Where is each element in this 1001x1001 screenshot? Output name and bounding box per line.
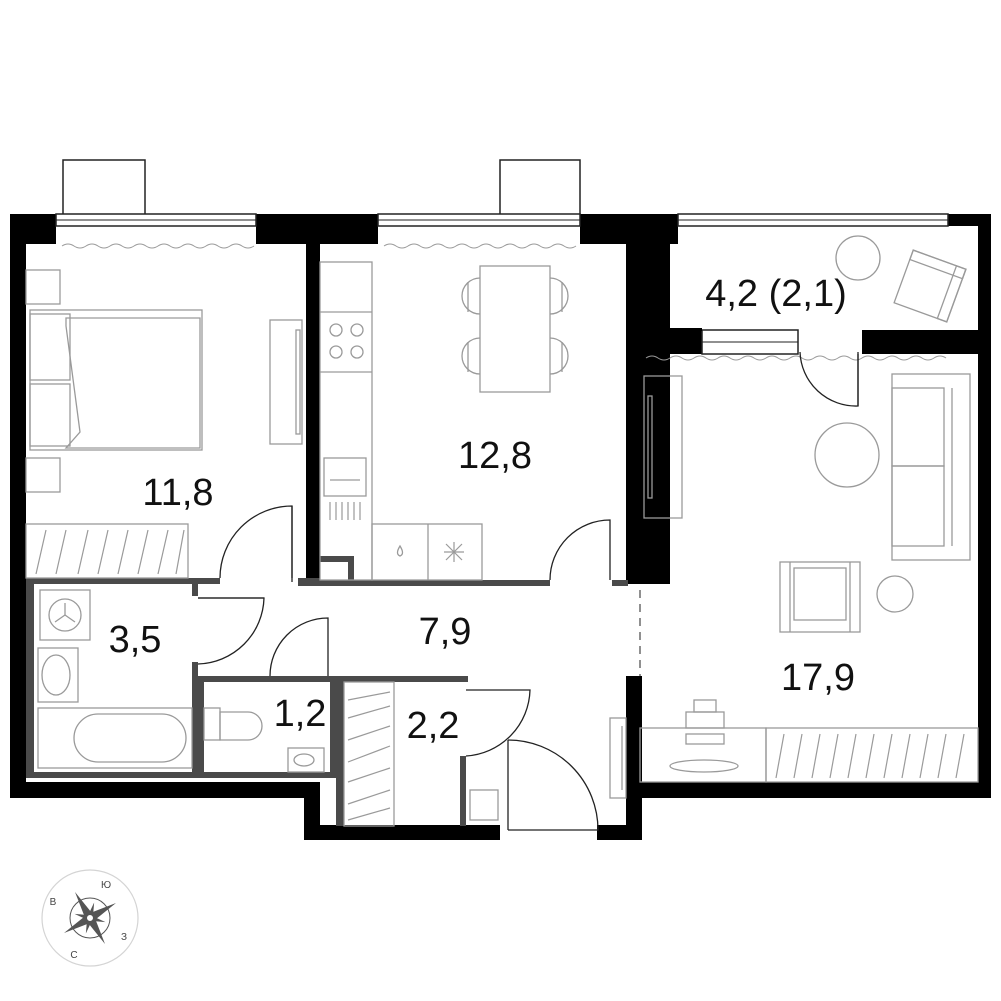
balcony-furniture <box>835 235 967 323</box>
bathroom-area: 3,5 <box>109 619 162 661</box>
compass-south: Ю <box>101 880 111 891</box>
bedroom-wardrobe-hatch <box>35 529 185 575</box>
kitchen-furniture <box>319 261 569 581</box>
living-room-furniture <box>609 373 979 799</box>
balcony-area: 4,2 (2,1) <box>705 273 847 315</box>
exterior-walls <box>10 214 991 840</box>
kitchen-area: 12,8 <box>458 435 532 477</box>
living-wardrobe-hatch <box>775 733 965 779</box>
compass-east: В <box>50 897 57 908</box>
hallway-area: 7,9 <box>419 611 472 653</box>
bedroom-area: 11,8 <box>142 472 213 514</box>
wardrobe-area: 2,2 <box>407 705 460 747</box>
partitions <box>26 556 628 826</box>
toilet-area: 1,2 <box>274 693 327 735</box>
toilet-fixtures <box>203 707 325 773</box>
bathroom-fixtures <box>37 589 193 769</box>
window-bays <box>62 159 581 217</box>
curtains <box>61 243 947 361</box>
compass-west: З <box>121 932 127 943</box>
compass-north: С <box>70 950 77 961</box>
living-room-area: 17,9 <box>781 657 855 699</box>
room-labels: 11,8 12,8 4,2 (2,1) 17,9 3,5 7,9 1,2 2,2 <box>109 273 855 747</box>
doors <box>197 351 859 831</box>
windows <box>55 213 949 355</box>
bedroom-furniture <box>25 269 303 579</box>
compass-star-icon <box>64 892 116 944</box>
compass-rose: Ю В З С <box>41 869 139 967</box>
wardrobe-hatch <box>343 681 499 827</box>
